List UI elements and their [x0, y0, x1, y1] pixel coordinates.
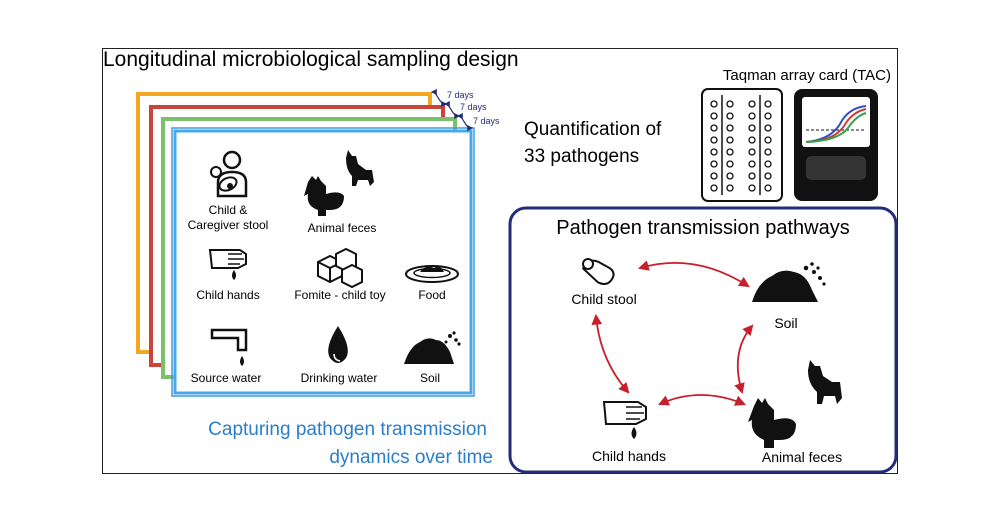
caregiver-child-icon — [210, 150, 248, 198]
node-child-stool: Child stool — [571, 291, 636, 307]
interval-arrow-2 — [443, 101, 461, 119]
quantification-line-1: Quantification of — [524, 119, 662, 140]
faucet-icon — [210, 328, 248, 366]
figure-title: Longitudinal microbiological sampling de… — [103, 48, 519, 71]
quantification-line-2: 33 pathogens — [524, 146, 639, 167]
food-plate-icon — [405, 265, 459, 283]
water-drop-icon — [328, 326, 348, 363]
sampling-frame-outline — [171, 127, 475, 397]
soil-pile-icon — [404, 331, 461, 364]
dog-icon — [808, 360, 842, 404]
caption-line-2: dynamics over time — [329, 447, 493, 468]
infant-icon — [581, 258, 615, 285]
arrow-stool-soil — [637, 260, 750, 288]
sample-label-fomite: Fomite - child toy — [294, 288, 385, 302]
rooster-node-icon — [748, 398, 796, 448]
sample-label-animal-feces: Animal feces — [308, 221, 377, 235]
interval-label-3: 7 days — [473, 116, 500, 126]
sample-label-stool-2: Caregiver stool — [188, 218, 269, 232]
interval-label-1: 7 days — [447, 90, 474, 100]
hands-node-icon — [602, 401, 647, 439]
interval-arrow-1 — [430, 89, 448, 107]
sample-label-soil: Soil — [420, 371, 440, 385]
hand-icon — [208, 249, 247, 280]
node-soil: Soil — [774, 315, 797, 331]
tac-title: Taqman array card (TAC) — [723, 67, 891, 84]
soil-node-icon — [752, 262, 826, 302]
tac-card-icon — [701, 88, 783, 202]
pathways-box — [508, 206, 898, 474]
tac-wells — [710, 100, 772, 192]
pcr-instrument-icon — [794, 89, 878, 201]
arrow-hands-animal — [658, 394, 746, 406]
node-animal-feces: Animal feces — [762, 449, 842, 465]
sample-label-stool-1: Child & — [209, 203, 248, 217]
toy-blocks-icon — [317, 247, 363, 289]
interval-label-2: 7 days — [460, 102, 487, 112]
sample-label-drinking-water: Drinking water — [301, 371, 378, 385]
sample-label-child-hands: Child hands — [196, 288, 259, 302]
sample-label-food: Food — [418, 288, 445, 302]
interval-arrow-3 — [456, 113, 474, 131]
sample-label-source-water: Source water — [191, 371, 262, 385]
node-child-hands: Child hands — [592, 448, 666, 464]
rooster-dog-icon — [304, 150, 374, 216]
arrow-soil-animal — [734, 324, 754, 395]
caption-line-1: Capturing pathogen transmission — [208, 419, 487, 440]
pathways-title: Pathogen transmission pathways — [556, 217, 850, 239]
arrow-stool-hands — [591, 313, 630, 394]
